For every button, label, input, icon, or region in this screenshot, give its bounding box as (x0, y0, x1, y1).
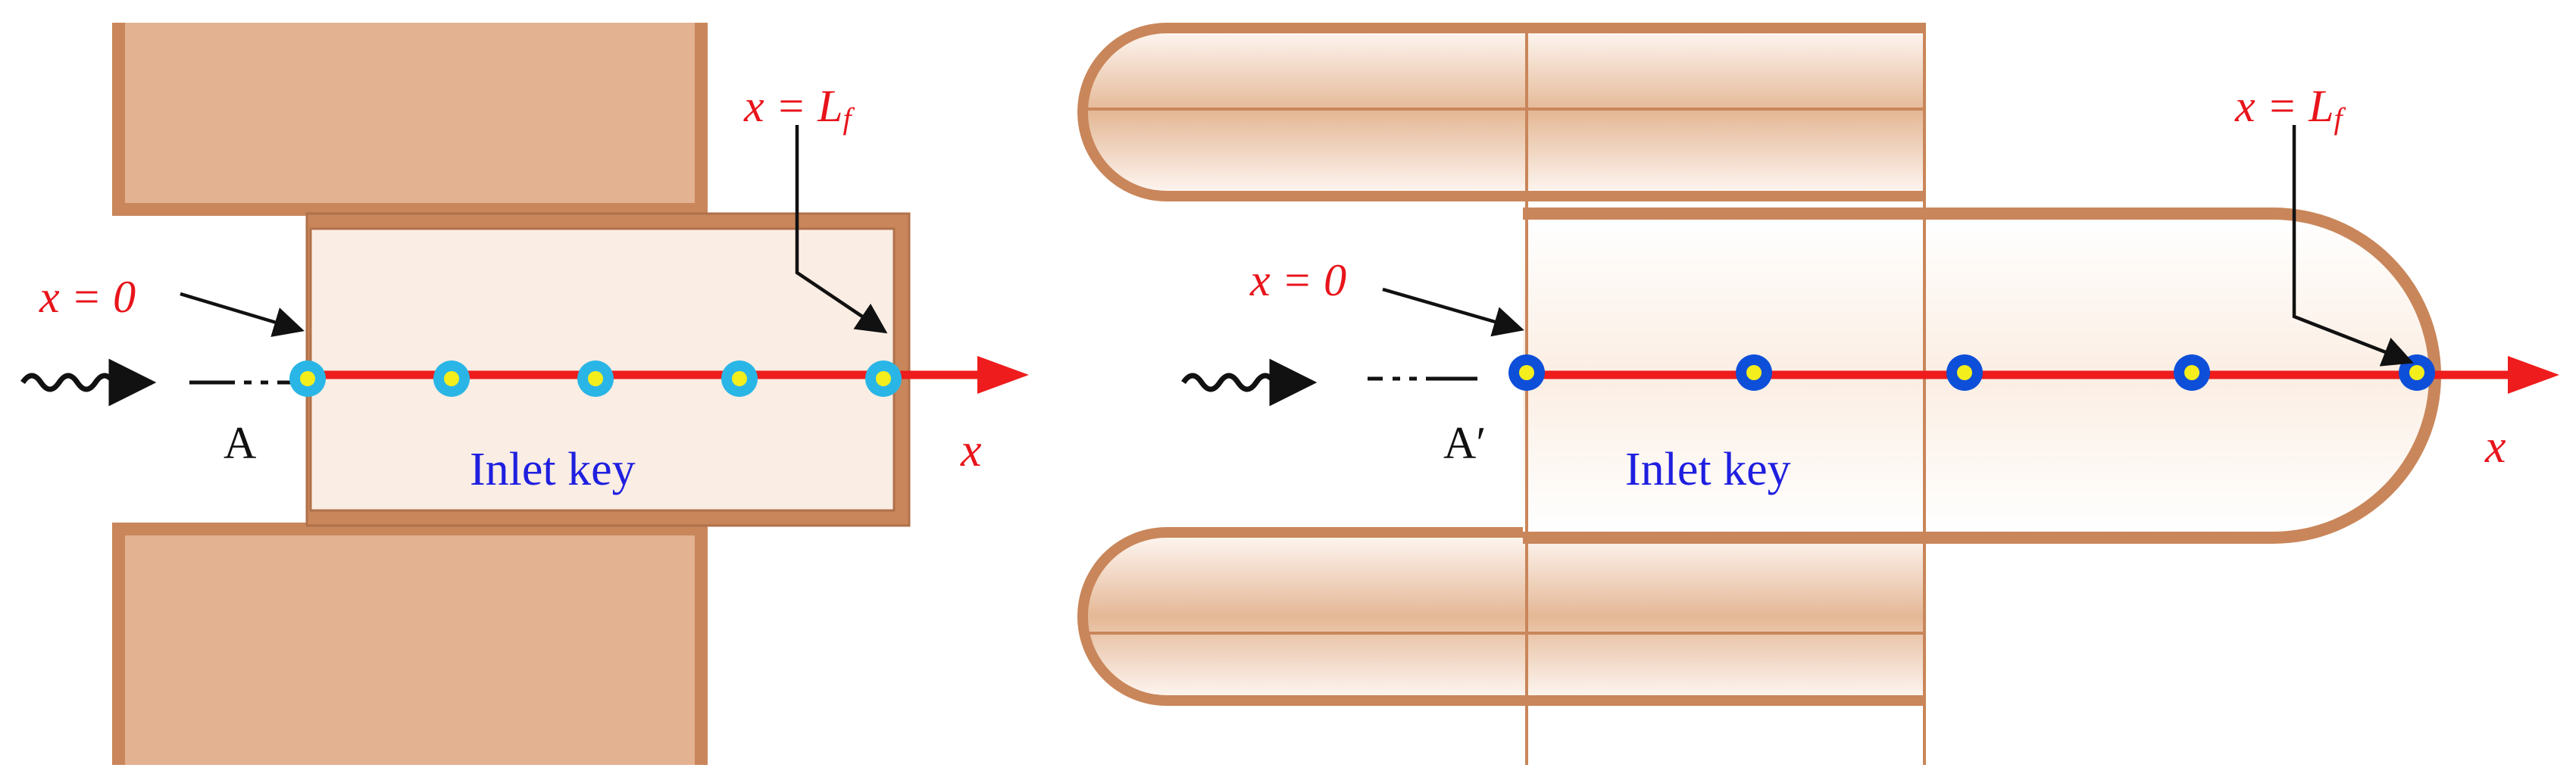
right-key-label: Inlet key (1625, 444, 1791, 495)
right-lower-finger (1088, 538, 1924, 695)
right-axis-label: x (2484, 421, 2506, 473)
right-node-3-core (1957, 365, 1972, 380)
right-end-label: x = Lf (2234, 81, 2346, 136)
right-axis-arrowhead (2508, 356, 2559, 394)
right-panel: x = 0 x = Lf A′ Inlet key x (1077, 23, 2559, 765)
left-top-wall-inner (125, 23, 695, 203)
right-origin-pointer (1382, 287, 1524, 337)
left-node-5-core (876, 371, 891, 386)
right-nodes (1508, 354, 2435, 391)
left-axis-label: x (960, 425, 982, 476)
right-upper-finger (1088, 33, 1924, 191)
right-point-label: A′ (1443, 418, 1486, 468)
right-node-2-core (1746, 365, 1762, 380)
right-node-1-core (1519, 365, 1534, 380)
left-end-label: x = Lf (743, 81, 855, 136)
left-axis-arrowhead (977, 356, 1029, 394)
left-origin-pointer (180, 292, 305, 337)
left-node-2-core (444, 371, 459, 386)
left-node-4-core (732, 371, 747, 386)
right-origin-label: x = 0 (1249, 255, 1346, 305)
right-node-4-core (2184, 365, 2199, 380)
left-nodes (289, 360, 902, 397)
left-bottom-wall-inner (125, 535, 695, 765)
left-node-1-core (300, 371, 315, 386)
left-origin-label: x = 0 (39, 272, 136, 322)
left-panel: x = 0 x = Lf A Inlet key x (20, 23, 1029, 765)
left-inflow-wave (20, 358, 157, 407)
right-inflow-wave (1181, 358, 1318, 407)
left-point-label: A (224, 418, 256, 468)
left-end-pointer (795, 125, 888, 334)
left-node-3-core (588, 371, 603, 386)
right-node-5-core (2409, 365, 2424, 380)
left-key-label: Inlet key (470, 444, 636, 495)
right-end-pointer (2292, 125, 2414, 367)
